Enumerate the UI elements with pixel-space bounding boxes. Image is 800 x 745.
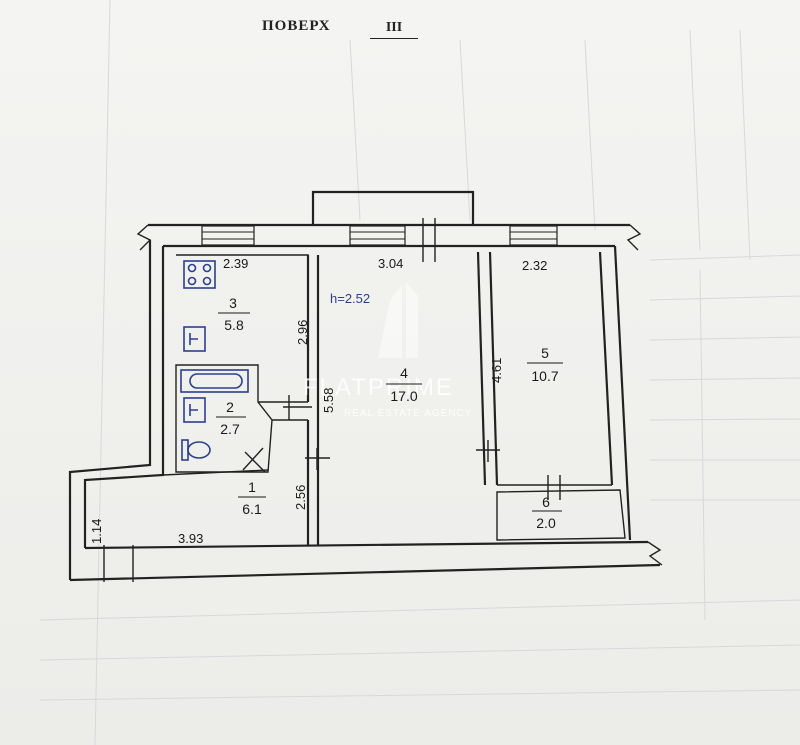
room-area: 17.0 — [390, 388, 417, 404]
room-label-5: 5 10.7 — [527, 345, 563, 384]
sink-icon — [183, 326, 206, 352]
room-area: 2.7 — [220, 421, 240, 437]
washbasin-icon — [183, 397, 206, 423]
hall-length-label: 3.93 — [178, 531, 203, 546]
room-number: 3 — [229, 295, 237, 311]
room-number: 2 — [226, 399, 234, 415]
walls — [68, 190, 663, 582]
ceiling-height-label: h=2.52 — [330, 291, 370, 306]
kitchen-width-label: 2.39 — [223, 256, 248, 271]
room-area: 5.8 — [224, 317, 244, 333]
floor-title: ПОВЕРХ — [262, 18, 331, 34]
room-label-2: 2 2.7 — [216, 399, 246, 437]
kitchen-length-label: 2.96 — [295, 320, 310, 345]
living-length-label: 5.58 — [321, 388, 336, 413]
room-label-1: 1 6.1 — [238, 479, 266, 517]
room-label-3: 3 5.8 — [218, 295, 250, 333]
bedroom-length-label: 4.61 — [489, 358, 504, 383]
background-form-lines — [39, 0, 800, 745]
room-area: 10.7 — [531, 368, 558, 384]
watermark-brand: FLATPRIME — [303, 374, 454, 401]
bedroom-width-label: 2.32 — [522, 258, 547, 273]
room-number: 6 — [542, 494, 550, 510]
stove-icon — [183, 260, 216, 289]
hall-depth-label: 2.56 — [293, 485, 308, 510]
room-area: 2.0 — [536, 515, 556, 531]
room-label-4: 4 17.0 — [386, 365, 422, 404]
watermark-tagline: REAL ESTATE AGENCY — [344, 408, 472, 419]
windows — [201, 225, 558, 246]
floor-number: III — [370, 20, 418, 39]
toilet-icon — [181, 439, 211, 461]
bathtub-icon — [180, 369, 249, 393]
watermark-logo — [378, 282, 418, 358]
room-number: 5 — [541, 345, 549, 361]
room-area: 6.1 — [242, 501, 262, 517]
room-label-6: 6 2.0 — [532, 494, 562, 531]
hall-width-label: 1.14 — [89, 519, 104, 544]
room-number: 4 — [400, 365, 408, 381]
room-number: 1 — [248, 479, 256, 495]
living-width-label: 3.04 — [378, 256, 403, 271]
